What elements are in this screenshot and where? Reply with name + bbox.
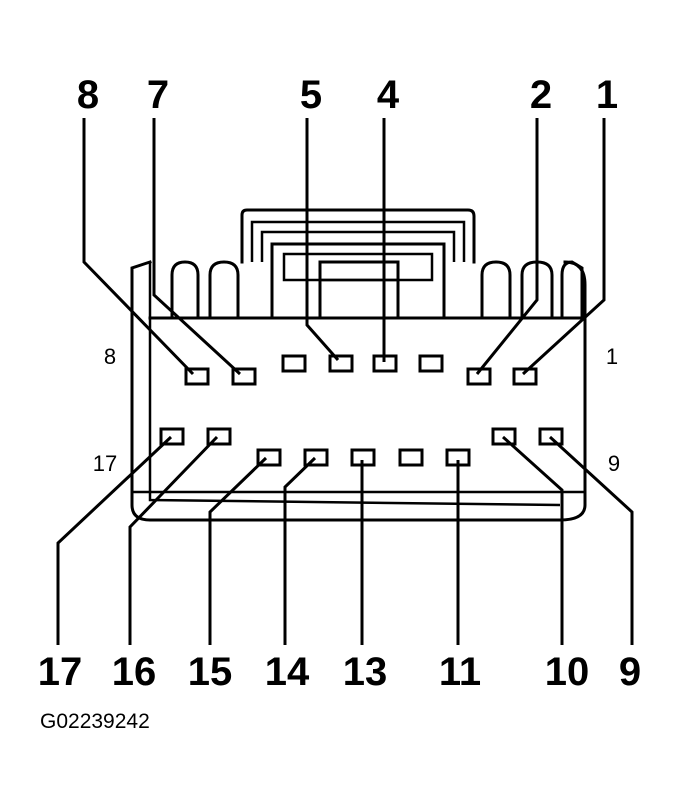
callout-15: 15	[188, 650, 233, 694]
leader-line-5	[305, 118, 340, 361]
leader-line-15	[208, 456, 268, 645]
leader-line-14	[283, 456, 317, 645]
leader-line-10	[501, 435, 564, 645]
callout-5: 5	[300, 73, 322, 117]
top-pin-row	[184, 354, 538, 386]
callout-16: 16	[112, 650, 157, 694]
pin-cavity-3	[418, 354, 444, 373]
top-callouts: 8 7 5 4 2 1	[77, 73, 618, 117]
inner-labels: 8 1 17 9	[93, 344, 620, 476]
leader-line-8	[82, 118, 195, 376]
inner-label-1: 1	[606, 344, 618, 369]
bottom-leader-lines	[56, 435, 634, 645]
callout-10: 10	[545, 650, 590, 694]
bottom-callouts: 17 16 15 14 13 11 10 9	[38, 650, 641, 694]
inner-label-8: 8	[104, 344, 116, 369]
pin-cavity-1	[512, 367, 538, 386]
figure-code: G02239242	[40, 710, 150, 733]
bottom-pin-row	[159, 427, 564, 467]
inner-label-9: 9	[608, 451, 620, 476]
leader-line-2	[475, 118, 539, 375]
callout-8: 8	[77, 73, 99, 117]
inner-label-17: 17	[93, 451, 117, 476]
pin-cavity-5	[328, 354, 354, 373]
callout-14: 14	[265, 650, 310, 694]
callout-1: 1	[596, 73, 618, 117]
callout-4: 4	[377, 73, 400, 117]
callout-17: 17	[38, 650, 83, 694]
leader-line-17	[56, 435, 173, 645]
leader-line-16	[128, 435, 219, 645]
callout-2: 2	[530, 73, 552, 117]
pin-cavity-2	[466, 367, 492, 386]
callout-11: 11	[439, 650, 481, 694]
callout-7: 7	[147, 73, 169, 117]
top-leader-lines	[82, 118, 606, 376]
pin-cavity-6	[281, 354, 307, 373]
callout-9: 9	[619, 650, 641, 694]
pin-cavity-12	[398, 448, 424, 467]
callout-13: 13	[343, 650, 388, 694]
leader-line-1	[521, 118, 606, 376]
leader-line-9	[548, 435, 634, 645]
connector-housing	[130, 208, 587, 522]
leader-line-7	[152, 118, 242, 376]
